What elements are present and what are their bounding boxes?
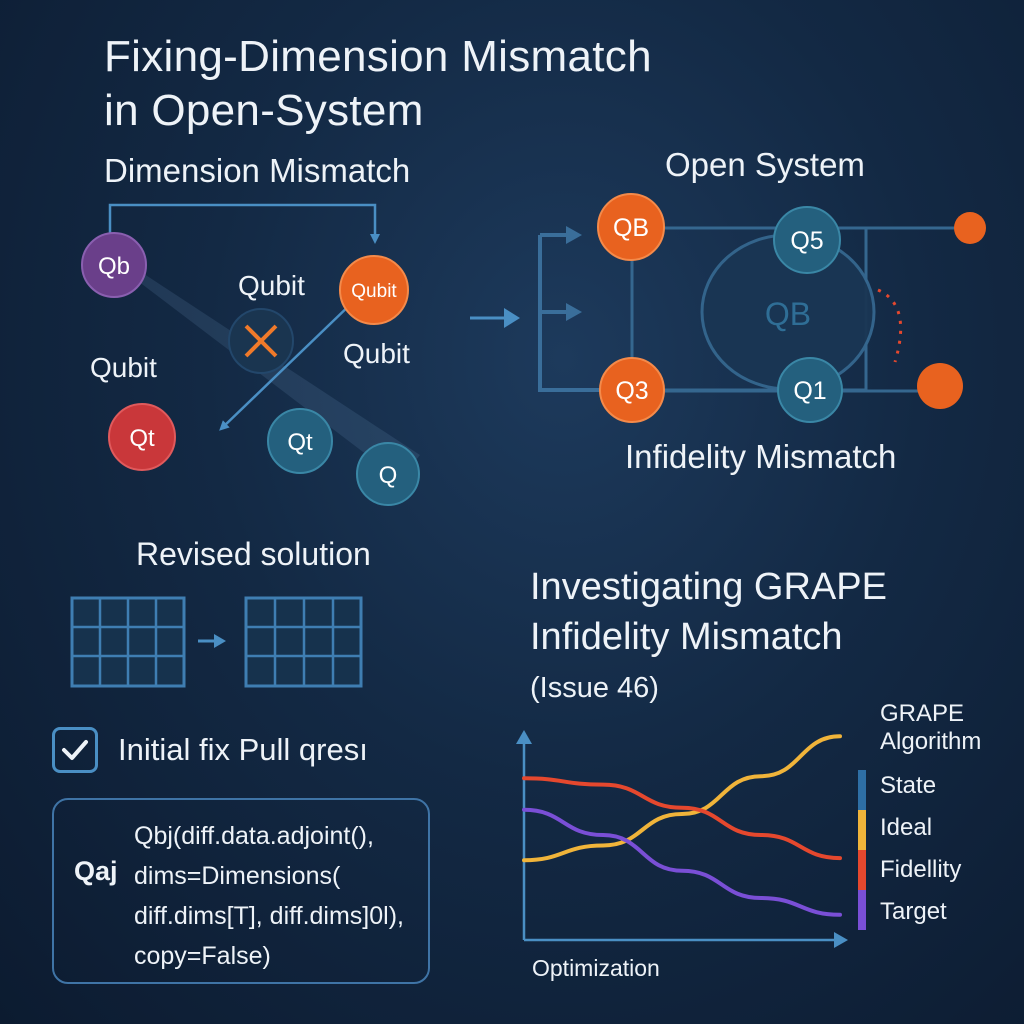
node-qt-red: Qt (108, 403, 176, 471)
dimension-mismatch-heading: Dimension Mismatch (104, 152, 411, 189)
legend-heading-line-2: Algorithm (880, 728, 982, 755)
page-title: Fixing-Dimension Mismatch in Open-System (104, 30, 652, 138)
legend-heading: GRAPE Algorithm (880, 700, 981, 756)
svg-text:Q3: Q3 (615, 377, 648, 405)
code-line-4: copy=False) (134, 942, 271, 970)
inner-qb-label: QB (765, 296, 811, 332)
grape-heading: Investigating GRAPE Infidelity Mismatch (530, 562, 887, 662)
svg-text:Qt: Qt (287, 429, 313, 456)
svg-text:Q5: Q5 (790, 227, 823, 255)
legend-swatch-state (858, 770, 866, 810)
code-line-2: dims=Dimensions( (134, 862, 341, 890)
dimension-mismatch-diagram: Qb Qubit Qt Qt Q (81, 203, 420, 506)
endpoint-dot-bottom (917, 363, 963, 409)
qubit-label-left: Qubit (90, 352, 157, 383)
title-line-1: Fixing-Dimension Mismatch (104, 32, 652, 81)
grid-before (70, 596, 186, 688)
open-system-heading: Open System (665, 146, 865, 183)
dotted-arc (877, 288, 903, 363)
svg-text:Qb: Qb (98, 253, 130, 280)
code-line-1: Qbj(diff.data.adjoint(), (134, 822, 374, 850)
series-line-3 (522, 807, 842, 917)
node-q-teal: Q (356, 442, 420, 506)
legend-swatch-fidellity (858, 850, 866, 890)
revised-solution-grids (70, 596, 363, 688)
bracket-line (538, 235, 605, 392)
legend-swatch-ideal (858, 810, 866, 850)
fix-checkbox[interactable] (52, 727, 98, 773)
legend-item-fidellity: Fidellity (880, 856, 962, 883)
legend-swatch-target (858, 890, 866, 930)
x-axis-arrowhead (834, 932, 848, 948)
qubit-label-top: Qubit (238, 270, 305, 301)
grid-after (244, 596, 363, 688)
node-q1: Q1 (777, 357, 843, 423)
node-qb: Qb (81, 232, 147, 298)
node-qt-teal: Qt (267, 408, 333, 474)
series-line-1 (522, 734, 842, 863)
node-qubit-orange: Qubit (339, 255, 409, 325)
series-line-2 (522, 776, 842, 861)
legend-item-ideal: Ideal (880, 814, 933, 841)
svg-text:Q1: Q1 (793, 377, 826, 405)
legend-heading-line-1: GRAPE (880, 700, 965, 727)
svg-text:Qt: Qt (129, 425, 155, 452)
title-line-2: in Open-System (104, 86, 424, 135)
x-axis-label: Optimization (532, 955, 660, 981)
y-axis-arrowhead (516, 730, 532, 744)
grape-heading-line-1: Investigating GRAPE (530, 566, 887, 608)
node-q5: Q5 (773, 206, 841, 274)
diagonal-arrow (219, 299, 356, 431)
mismatch-x-icon (228, 308, 294, 374)
svg-text:QB: QB (613, 214, 649, 242)
qubit-label-right: Qubit (343, 338, 410, 369)
issue-number: (Issue 46) (530, 672, 659, 704)
top-connector-arrow (108, 203, 380, 244)
revised-solution-heading: Revised solution (136, 536, 371, 572)
legend-item-state: State (880, 772, 937, 799)
grape-heading-line-2: Infidelity Mismatch (530, 616, 843, 658)
initial-fix-row[interactable]: Initial fix Pull qresı (52, 724, 368, 776)
code-snippet-box: Qaj Qbj(diff.data.adjoint(), dims=Dimens… (52, 798, 430, 984)
infidelity-mismatch-caption: Infidelity Mismatch (625, 438, 897, 475)
initial-fix-label: Initial fix Pull qresı (118, 732, 368, 767)
grid-arrow (198, 634, 226, 648)
endpoint-dot-top (954, 212, 986, 244)
code-prefix: Qaj (74, 856, 118, 886)
open-system-diagram: QB QB Q5 Q3 Q1 (538, 193, 986, 423)
grape-line-chart (516, 730, 866, 948)
node-q3: Q3 (599, 357, 665, 423)
legend-item-target: Target (880, 898, 947, 925)
code-line-3: diff.dims[T], diff.dims]0l), (134, 902, 404, 930)
transition-arrow (470, 308, 520, 328)
svg-text:Qubit: Qubit (351, 281, 397, 302)
svg-text:Q: Q (379, 462, 398, 489)
check-icon (62, 740, 88, 760)
node-qb-orange: QB (597, 193, 665, 261)
